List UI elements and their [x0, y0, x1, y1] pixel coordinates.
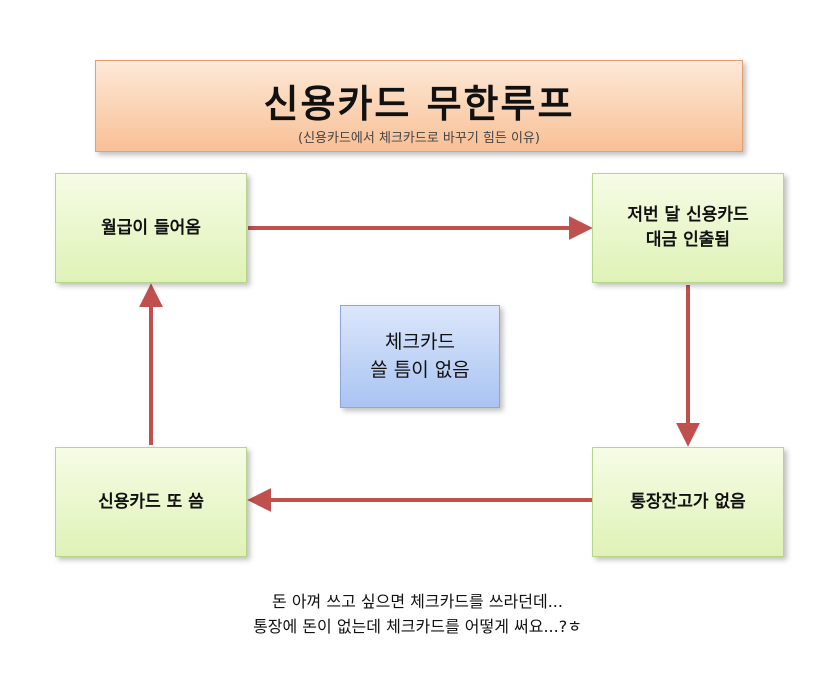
node-salary-deposited: 월급이 들어옴: [55, 173, 247, 283]
diagram-subtitle: (신용카드에서 체크카드로 바꾸기 힘든 이유): [298, 131, 540, 146]
title-banner: 신용카드 무한루프 (신용카드에서 체크카드로 바꾸기 힘든 이유): [95, 60, 743, 152]
node-balance-empty: 통장잔고가 없음: [592, 447, 784, 557]
node-no-chance-for-check-card: 체크카드 쓸 틈이 없음: [340, 305, 500, 408]
node-card-payment-withdrawn: 저번 달 신용카드 대금 인출됨: [592, 173, 784, 283]
caption-line-1: 돈 아껴 쓰고 싶으면 체크카드를 쓰라던데...: [272, 592, 563, 611]
caption-line-2: 통장에 돈이 없는데 체크카드를 어떻게 써요...?ㅎ: [253, 617, 582, 636]
diagram-title: 신용카드 무한루프: [263, 82, 575, 126]
node-use-credit-card-again: 신용카드 또 씀: [55, 447, 247, 557]
